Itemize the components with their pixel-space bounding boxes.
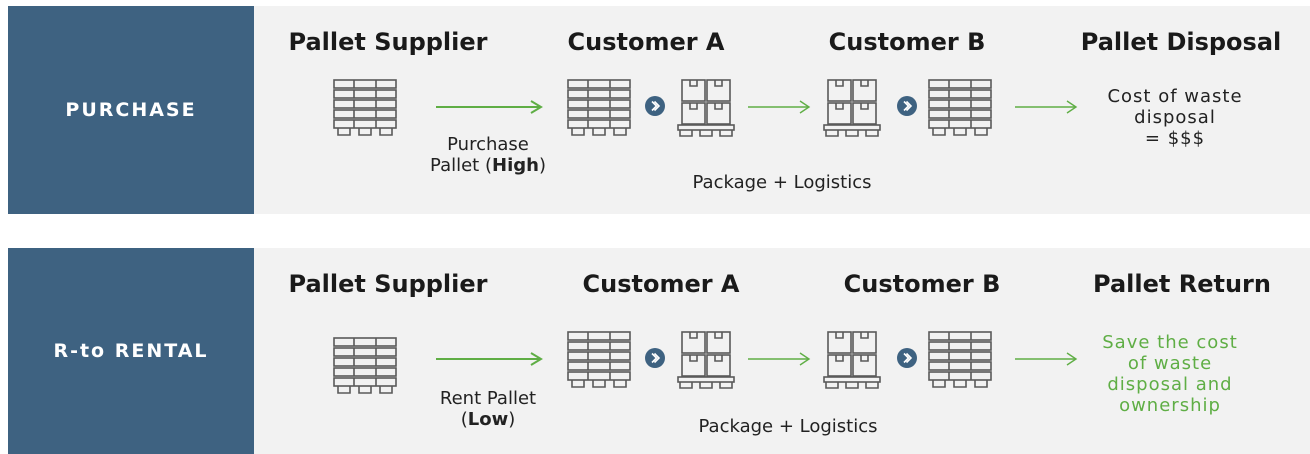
play-icon <box>897 96 917 116</box>
rental-row: R-to RENTAL Pallet Supplier Customer A C… <box>8 248 1310 454</box>
pallet-icon <box>566 78 632 138</box>
pallet-note-line1: Purchase <box>447 134 529 155</box>
pallet-note: Rent Pallet (Low) <box>440 388 536 430</box>
outcome-text: Save the cost of waste disposal and owne… <box>1102 332 1238 416</box>
pallet-note-line1: Rent Pallet <box>439 388 537 409</box>
pallet-note-line2-pre: ( <box>460 409 468 430</box>
pallet-icon <box>927 78 993 138</box>
flow-panel: Pallet Supplier Customer A Customer B Pa… <box>254 6 1310 214</box>
outcome-line: disposal <box>1134 107 1216 128</box>
arrow-right-icon <box>436 100 543 114</box>
outcome-line: ownership <box>1119 395 1221 416</box>
boxed-pallet-icon <box>676 330 736 390</box>
outcome-line: = $$$ <box>1144 128 1206 149</box>
play-icon <box>645 96 665 116</box>
pallet-note: Purchase Pallet (High) <box>430 134 546 176</box>
arrow-right-icon <box>748 352 811 366</box>
outcome-line: Cost of waste <box>1107 86 1243 107</box>
pallet-icon <box>927 330 993 390</box>
outcome-line: of waste <box>1127 353 1213 374</box>
row-label: PURCHASE <box>65 99 197 121</box>
arrow-right-icon <box>1015 352 1078 366</box>
row-label-box: R-to RENTAL <box>8 248 254 454</box>
outcome-text: Cost of waste disposal = $$$ <box>1107 86 1242 149</box>
header-customer-b: Customer B <box>828 28 986 56</box>
flow-panel: Pallet Supplier Customer A Customer B Pa… <box>254 248 1310 454</box>
row-label-box: PURCHASE <box>8 6 254 214</box>
header-pallet-supplier: Pallet Supplier <box>288 28 488 56</box>
arrow-right-icon <box>748 100 811 114</box>
outcome-line: Save the cost <box>1102 332 1238 353</box>
header-customer-a: Customer A <box>567 28 725 56</box>
pallet-icon <box>566 330 632 390</box>
pallet-note-line2-post: ) <box>508 409 516 430</box>
pallet-icon <box>332 78 398 138</box>
pallet-note-line2-post: ) <box>538 155 546 176</box>
header-outcome: Pallet Return <box>1093 270 1271 298</box>
purchase-row: PURCHASE Pallet Supplier Customer A Cust… <box>8 6 1310 214</box>
pallet-price-level: Low <box>467 409 509 430</box>
pallet-price-level: High <box>492 155 539 176</box>
header-customer-b: Customer B <box>843 270 1001 298</box>
boxed-pallet-icon <box>676 78 736 138</box>
boxed-pallet-icon <box>822 78 882 138</box>
row-label: R-to RENTAL <box>53 340 209 362</box>
pallet-icon <box>332 336 398 396</box>
header-pallet-supplier: Pallet Supplier <box>288 270 488 298</box>
arrow-right-icon <box>436 352 543 366</box>
play-icon <box>645 348 665 368</box>
pallet-note-line2-pre: Pallet ( <box>430 155 492 176</box>
logistics-label: Package + Logistics <box>692 172 872 193</box>
boxed-pallet-icon <box>822 330 882 390</box>
logistics-label: Package + Logistics <box>698 416 878 437</box>
arrow-right-icon <box>1015 100 1078 114</box>
header-customer-a: Customer A <box>582 270 740 298</box>
header-outcome: Pallet Disposal <box>1080 28 1282 56</box>
play-icon <box>897 348 917 368</box>
outcome-line: disposal and <box>1107 374 1233 395</box>
